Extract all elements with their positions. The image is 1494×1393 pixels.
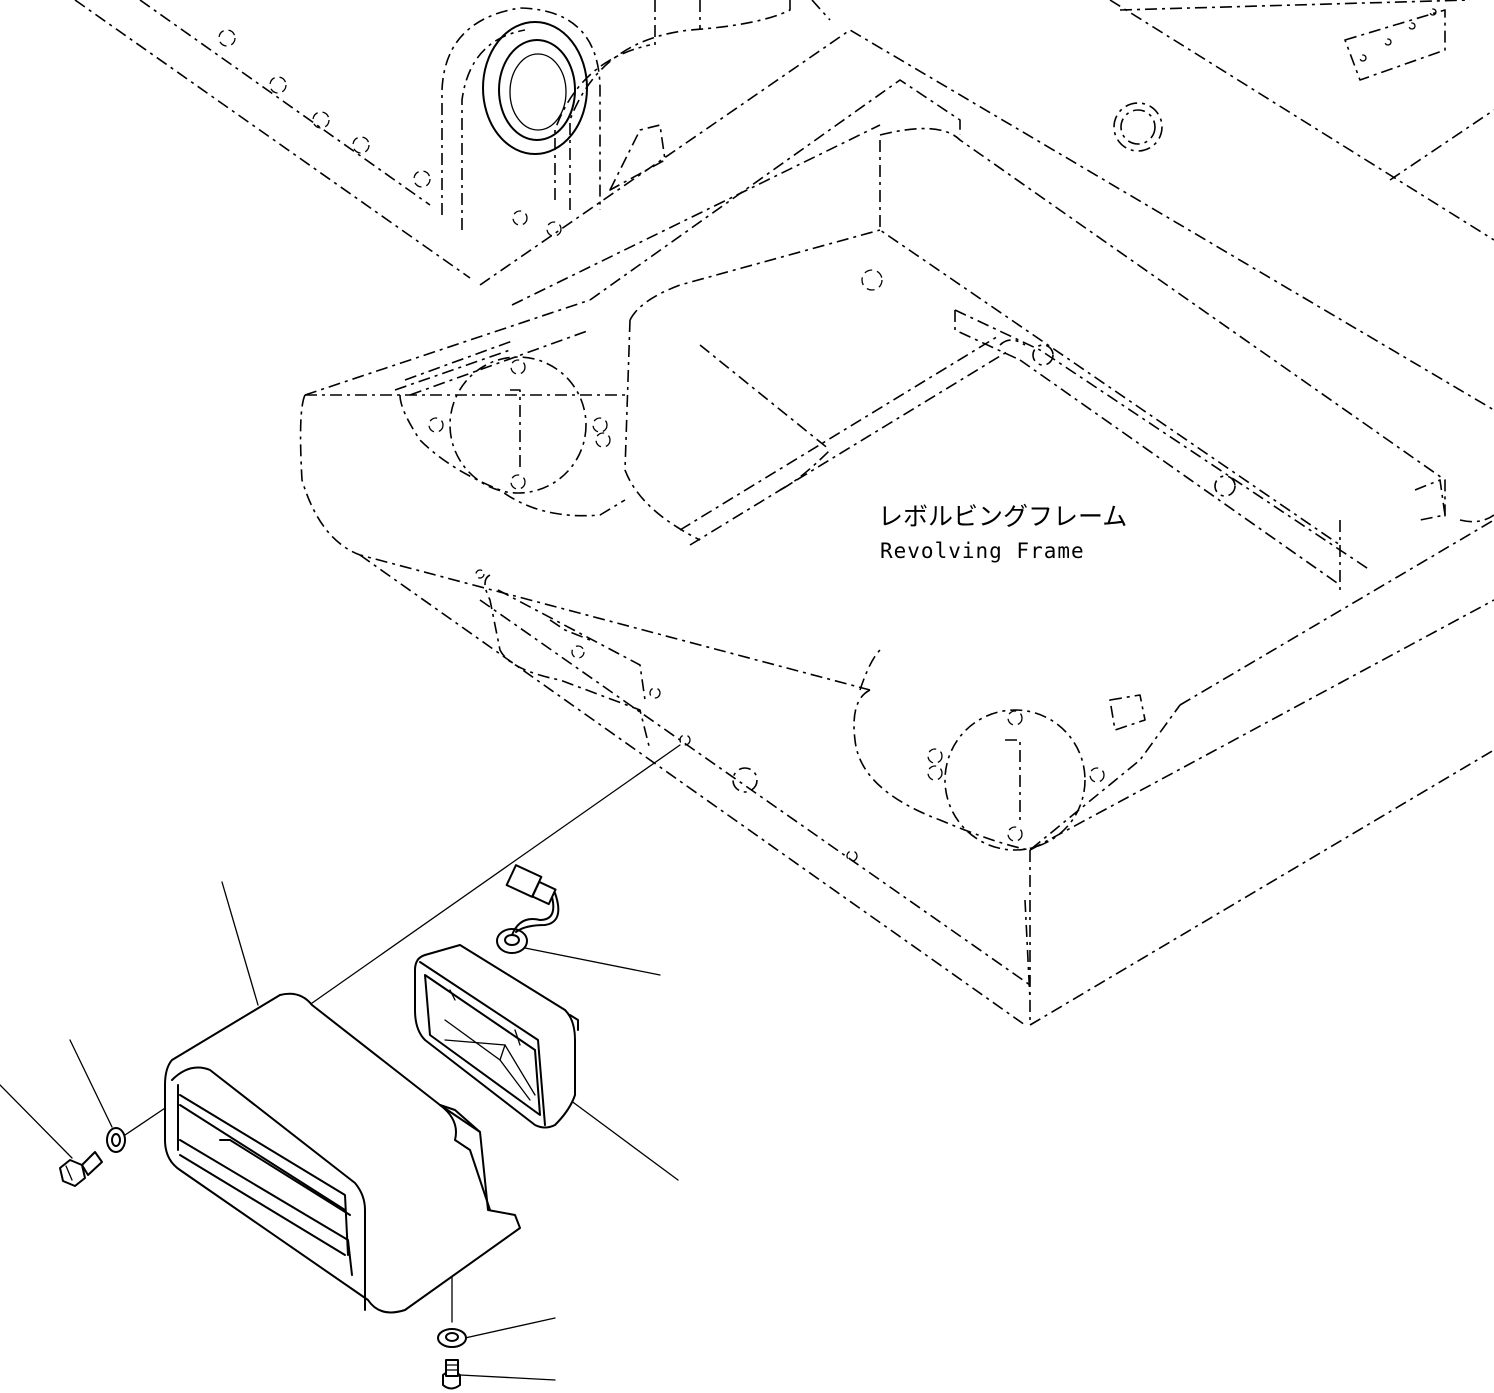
bolt-left bbox=[59, 1151, 103, 1187]
revolving-frame bbox=[74, 0, 1494, 1026]
frame-label-jp: レボルビングフレーム bbox=[878, 502, 1127, 531]
washer-left bbox=[106, 1127, 126, 1153]
washer-bottom bbox=[437, 1328, 467, 1348]
frame-label-en: Revolving Frame bbox=[880, 539, 1085, 563]
work-lamp bbox=[414, 864, 579, 1129]
lamp-guard bbox=[164, 992, 521, 1314]
bolt-bottom bbox=[442, 1359, 461, 1390]
